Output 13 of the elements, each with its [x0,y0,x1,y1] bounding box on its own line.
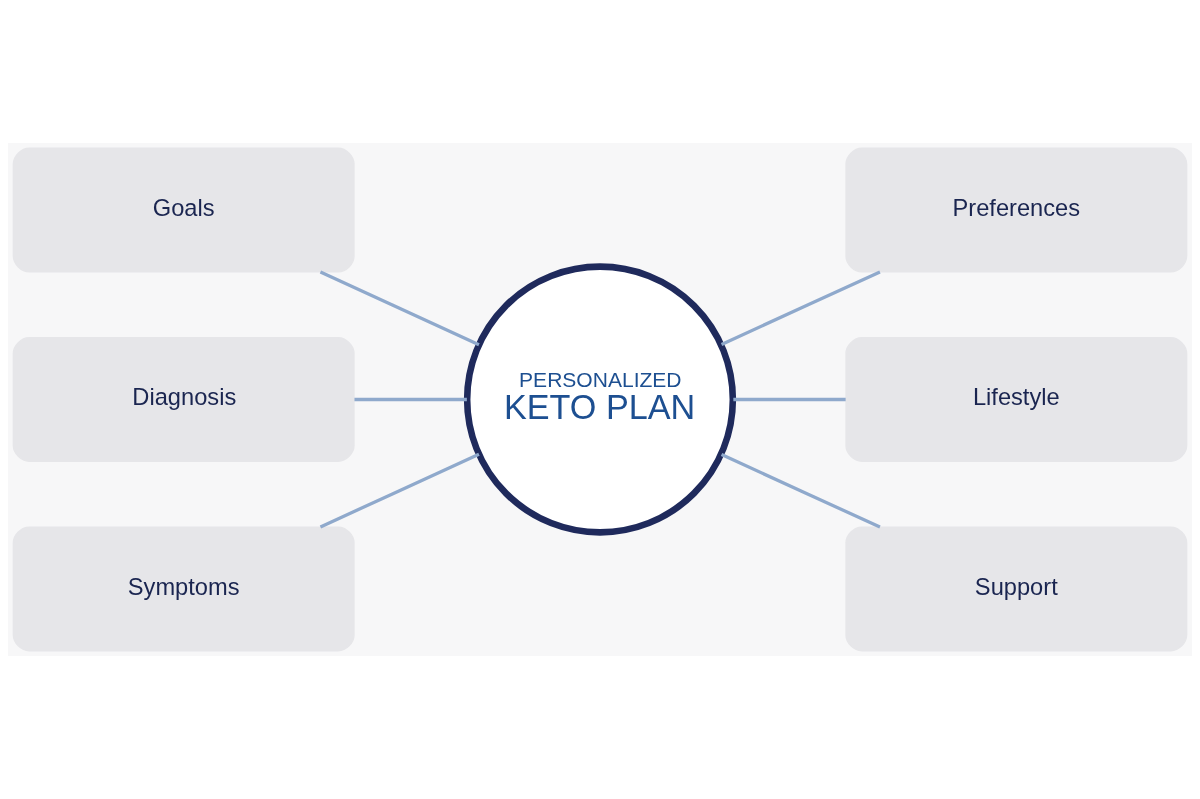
node-circle: PERSONALIZED KETO PLAN [463,263,737,536]
connector [733,397,846,402]
node-box: Diagnosis [12,337,355,462]
connector [354,397,467,402]
node-box: Lifestyle [845,337,1188,462]
connector [319,452,480,529]
node-box: Preferences [845,147,1188,273]
connector [720,270,881,346]
connector [319,270,480,347]
connector [720,453,881,529]
node-box: Symptoms [12,526,355,652]
node-box: Goals [12,147,355,273]
node-box: Support [845,526,1188,652]
